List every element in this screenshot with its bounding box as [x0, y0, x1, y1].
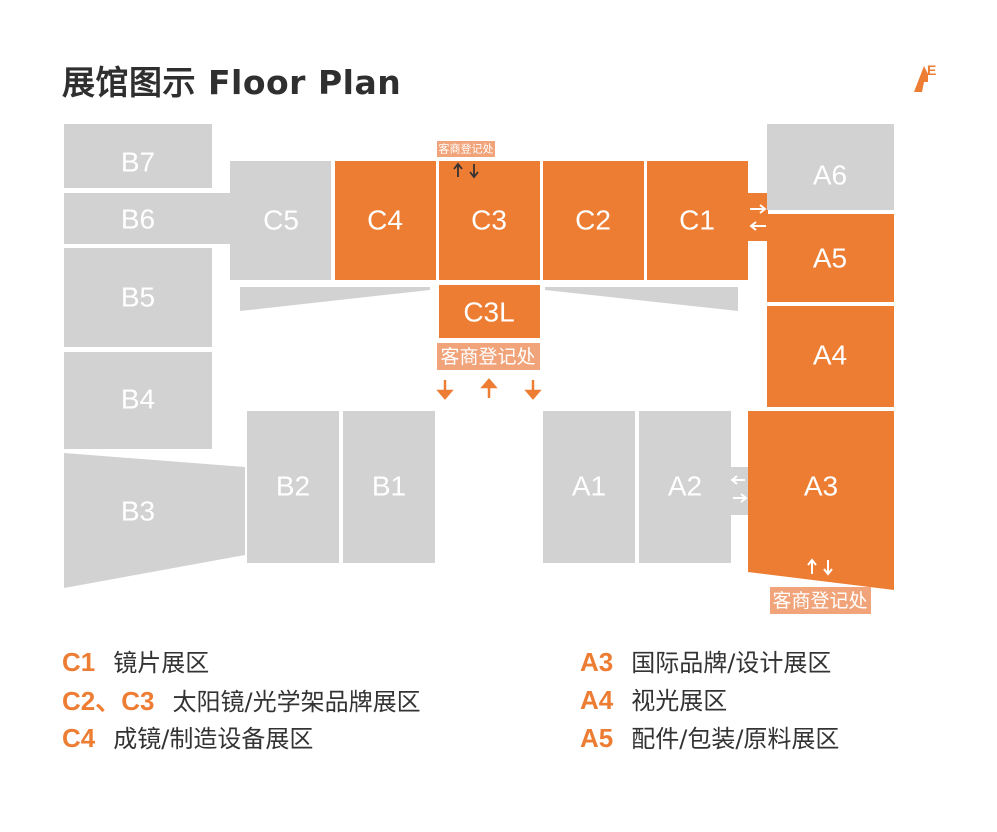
svg-text:B6: B6 — [121, 204, 155, 235]
brand-logo-icon — [914, 66, 928, 92]
hall-B2[interactable]: B2 — [247, 411, 339, 563]
svg-text:C2: C2 — [575, 205, 611, 236]
svg-text:A4: A4 — [813, 340, 847, 371]
hall-B1[interactable]: B1 — [343, 411, 435, 563]
svg-text:B7: B7 — [121, 147, 155, 178]
svg-text:A3: A3 — [804, 471, 838, 502]
svg-text:C4: C4 — [367, 205, 403, 236]
svg-text:B5: B5 — [121, 282, 155, 313]
c1-a5-connector — [748, 193, 768, 241]
svg-text:C5: C5 — [263, 205, 299, 236]
hall-B3[interactable]: B3 — [64, 453, 245, 588]
entrance-arrows-middle — [436, 378, 542, 400]
svg-text:B4: B4 — [121, 384, 155, 415]
hall-C4[interactable]: C4 — [335, 161, 436, 280]
connector-arrows-c1-a5 — [749, 204, 767, 231]
hall-C3L[interactable]: C3L — [439, 285, 540, 338]
svg-text:A5: A5 — [813, 243, 847, 274]
walkway-right — [545, 287, 738, 311]
registration-desk-bottom[interactable]: 客商登记处 — [770, 587, 871, 614]
svg-text:A2: A2 — [668, 471, 702, 502]
connector-arrows-a2-a3 — [730, 475, 748, 503]
hall-C3[interactable]: C3 — [439, 161, 540, 280]
arrows-up-down-top — [453, 162, 479, 179]
svg-text:C1: C1 — [679, 205, 715, 236]
hall-A6[interactable]: A6 — [767, 124, 894, 210]
svg-text:客商登记处: 客商登记处 — [440, 346, 535, 368]
hall-A4[interactable]: A4 — [767, 306, 894, 407]
svg-text:客商登记处: 客商登记处 — [439, 142, 494, 156]
svg-text:A6: A6 — [813, 160, 847, 191]
hall-A5[interactable]: A5 — [767, 214, 894, 302]
hall-C1[interactable]: C1 — [647, 161, 748, 280]
registration-desk-middle[interactable]: 客商登记处 — [437, 343, 540, 370]
brand-logo-letter: E — [927, 62, 937, 78]
a2-a3-connector — [731, 467, 749, 515]
svg-text:B2: B2 — [276, 471, 310, 502]
svg-text:客商登记处: 客商登记处 — [772, 590, 867, 612]
hall-A2[interactable]: A2 — [639, 411, 731, 563]
hall-B6[interactable]: B6 — [64, 193, 231, 244]
hall-B7[interactable]: B7 — [64, 124, 212, 188]
hall-A3[interactable]: A3 — [748, 411, 894, 590]
svg-text:C3L: C3L — [463, 297, 514, 328]
hall-C5[interactable]: C5 — [230, 161, 331, 280]
hall-C2[interactable]: C2 — [543, 161, 644, 280]
walkway-left — [240, 287, 430, 311]
registration-desk-top[interactable]: 客商登记处 — [437, 141, 495, 157]
svg-text:A1: A1 — [572, 471, 606, 502]
svg-text:C3: C3 — [471, 205, 507, 236]
page-title: 展馆图示 Floor Plan — [62, 63, 402, 102]
hall-A1[interactable]: A1 — [543, 411, 635, 563]
svg-text:B1: B1 — [372, 471, 406, 502]
hall-B5[interactable]: B5 — [64, 248, 212, 347]
hall-B4[interactable]: B4 — [64, 352, 212, 449]
arrows-up-down-a3 — [807, 558, 833, 576]
svg-text:B3: B3 — [121, 496, 155, 527]
